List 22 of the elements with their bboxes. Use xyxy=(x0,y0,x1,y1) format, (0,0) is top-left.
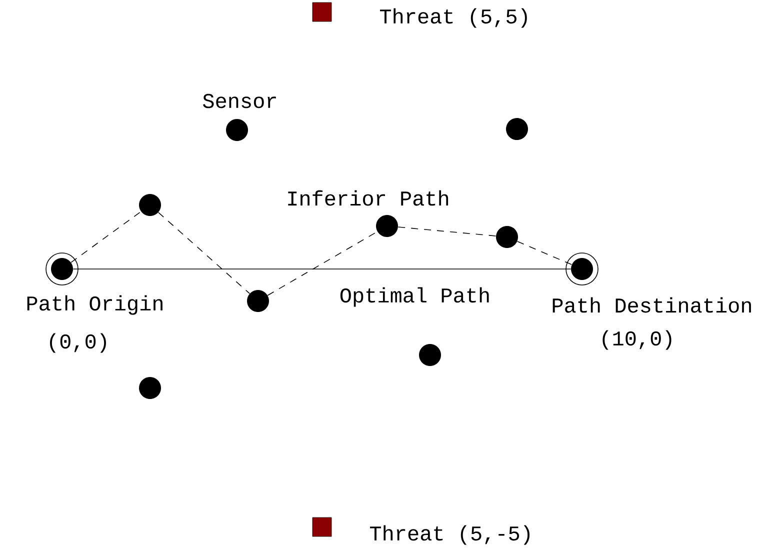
node-label: Threat (5,5) xyxy=(380,8,527,28)
dashed-path-line xyxy=(158,212,250,294)
dashed-path-line xyxy=(516,241,572,265)
node-label: Sensor xyxy=(203,94,276,108)
node-label: Path Destination xyxy=(552,297,751,313)
node-label: Threat (5,-5) xyxy=(370,525,530,545)
node-label: Path Origin xyxy=(27,295,162,315)
dashed-path-line xyxy=(70,211,142,263)
sensor-dot xyxy=(247,290,269,312)
node-label: (0,0) xyxy=(50,333,106,353)
path-label: Inferior Path xyxy=(288,190,448,206)
path-line xyxy=(72,268,572,270)
sensor-dot xyxy=(139,194,161,216)
sensor-dot xyxy=(376,215,398,237)
node-label: (10,0) xyxy=(602,330,672,350)
sensor-dot xyxy=(419,344,441,366)
path-label: Optimal Path xyxy=(340,287,489,307)
sensor-dot xyxy=(496,226,518,248)
sensor-dot xyxy=(506,118,528,140)
dashed-path-line xyxy=(398,226,496,236)
dashed-path-line xyxy=(267,231,378,296)
sensor-dot xyxy=(139,377,161,399)
